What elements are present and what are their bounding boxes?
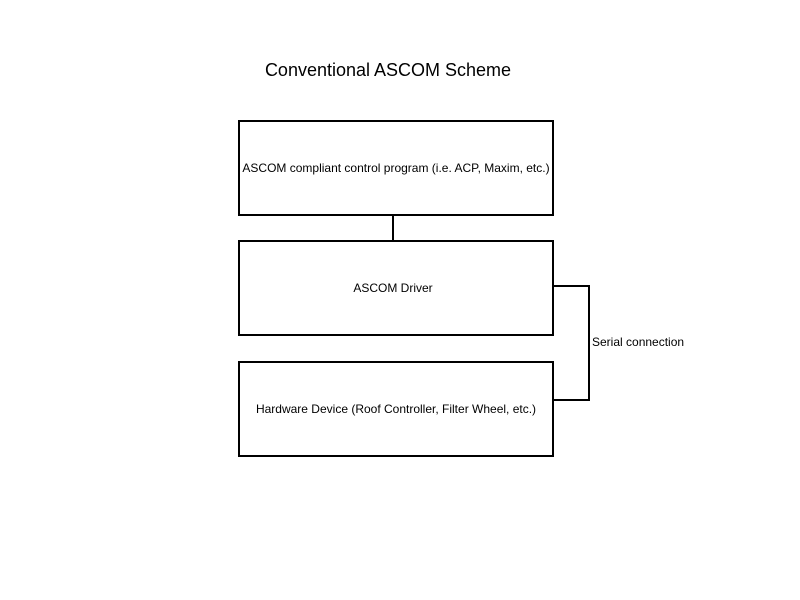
diagram-title: Conventional ASCOM Scheme [264, 60, 512, 80]
ascom-driver-label: ASCOM Driver [353, 281, 433, 295]
hardware-device-label: Hardware Device (Roof Controller, Filter… [255, 402, 537, 416]
hardware-device-box: Hardware Device (Roof Controller, Filter… [238, 361, 554, 457]
serial-connection-bracket [552, 285, 590, 401]
control-program-label: ASCOM compliant control program (i.e. AC… [242, 161, 550, 175]
control-program-box: ASCOM compliant control program (i.e. AC… [238, 120, 554, 216]
ascom-driver-box: ASCOM Driver [238, 240, 554, 336]
serial-connection-label: Serial connection [592, 335, 685, 349]
